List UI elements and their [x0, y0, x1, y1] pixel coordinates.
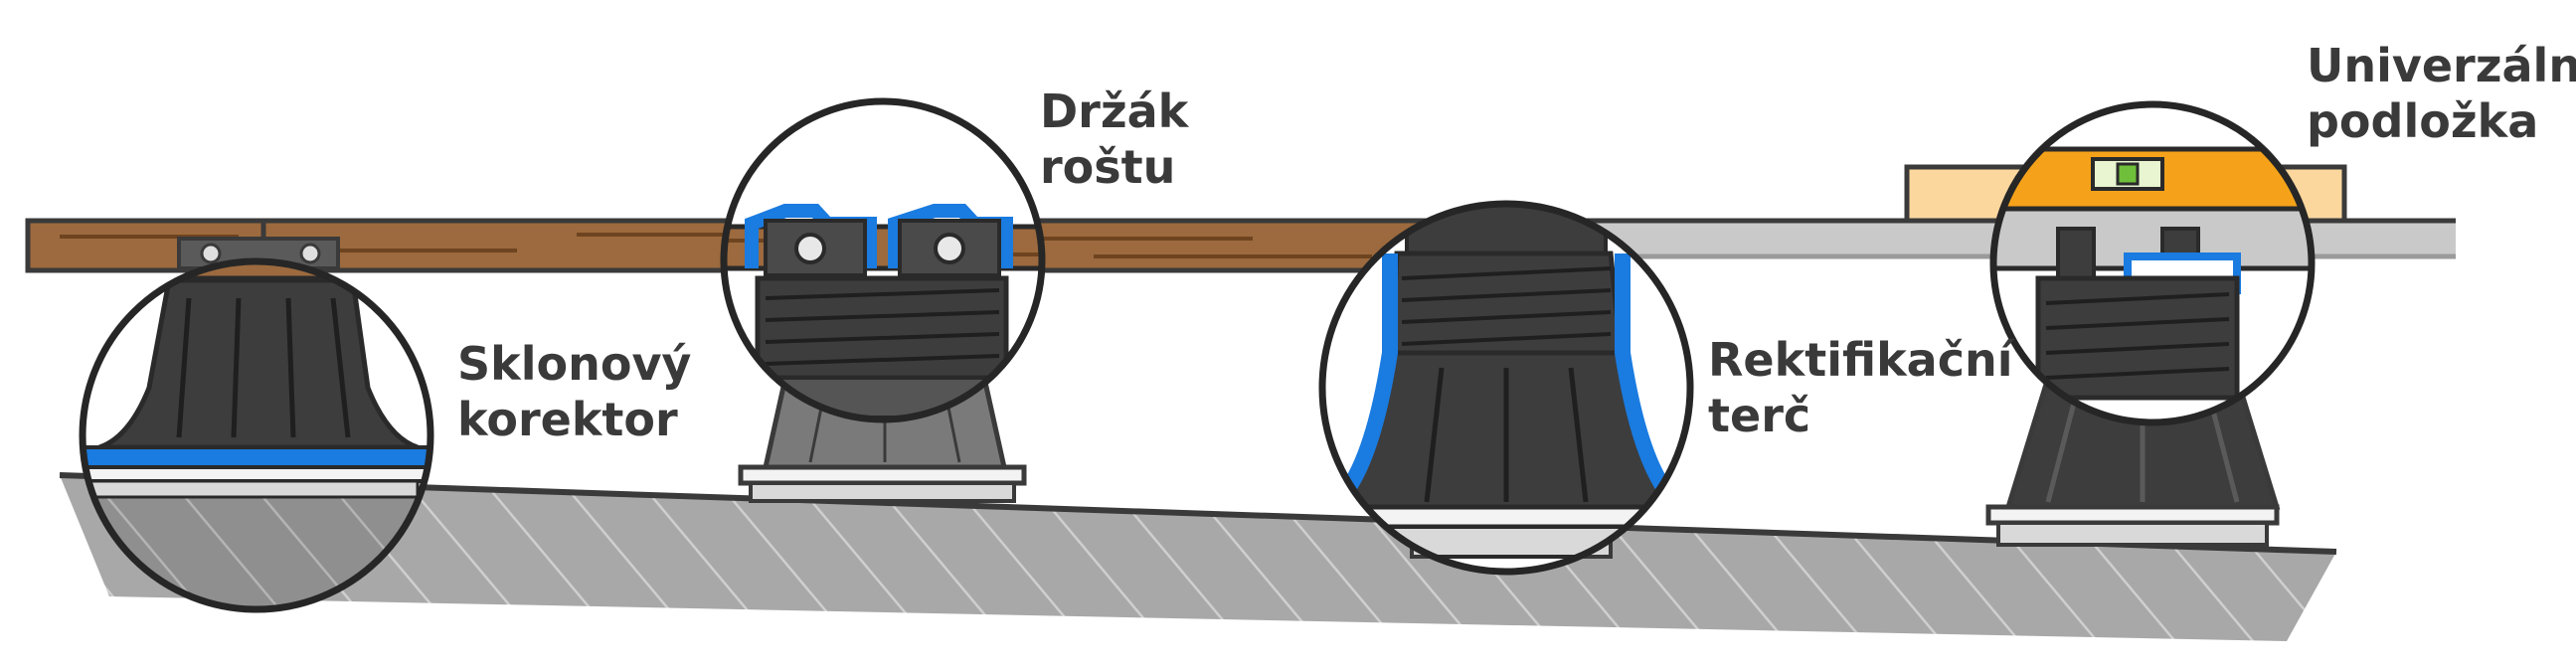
label-universal-pad-line2: podložka: [2307, 94, 2539, 148]
zoom-circle-joist-holder: [720, 97, 1046, 423]
label-slope-corrector: Sklonový korektor: [457, 336, 691, 447]
label-joist-holder-line2: roštu: [1040, 140, 1176, 194]
label-slope-corrector-line1: Sklonový: [457, 337, 692, 391]
label-leveling-target-line2: terč: [1708, 389, 1811, 442]
label-universal-pad: Univerzální podložka: [2307, 38, 2576, 149]
label-joist-holder-line1: Držák: [1040, 84, 1189, 138]
label-universal-pad-line1: Univerzální: [2307, 39, 2576, 92]
label-slope-corrector-line2: korektor: [457, 393, 678, 446]
label-leveling-target: Rektifikační terč: [1708, 332, 2012, 443]
zoom-circle-leveling-target: [1318, 200, 1694, 576]
label-leveling-target-line1: Rektifikační: [1708, 333, 2013, 387]
sloped-ground: [59, 472, 2337, 641]
zoom-circle-universal-pad: [1989, 100, 2316, 426]
label-joist-holder: Držák roštu: [1040, 84, 1188, 195]
